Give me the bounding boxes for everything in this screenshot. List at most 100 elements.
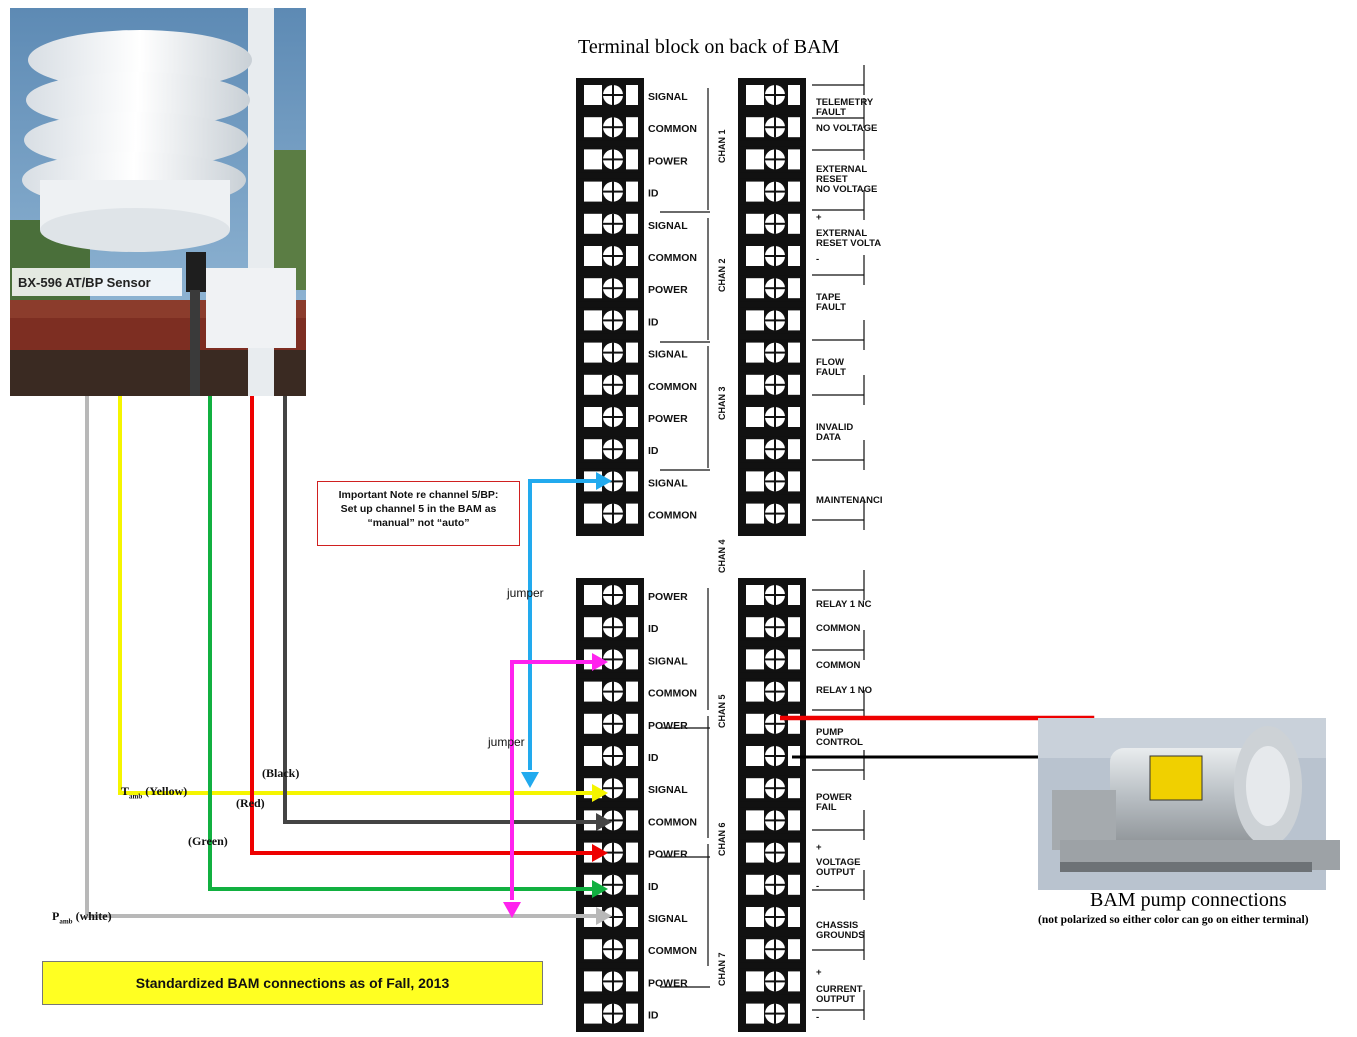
wire-black bbox=[283, 396, 600, 824]
wire-green bbox=[208, 396, 596, 891]
terminal-label: POWER bbox=[648, 591, 688, 603]
terminal-screw bbox=[740, 114, 804, 141]
terminal-label: COMMON bbox=[648, 252, 697, 264]
terminal-label: COMMON bbox=[648, 945, 697, 957]
terminal-label: SIGNAL bbox=[648, 655, 688, 667]
diagram-title: Terminal block on back of BAM bbox=[578, 36, 840, 58]
relay-label: RESET VOLTA bbox=[816, 238, 881, 249]
terminal-label: COMMON bbox=[648, 123, 697, 135]
terminal-screw bbox=[740, 82, 804, 108]
note-line-2: Set up channel 5 in the BAM as bbox=[340, 503, 497, 515]
wire-white-arrow bbox=[596, 907, 612, 925]
terminal-screw bbox=[578, 339, 642, 366]
jumper-label-lower: jumper bbox=[488, 735, 525, 749]
red-wire-label: (Red) bbox=[236, 796, 265, 810]
relay-label: POWER bbox=[816, 792, 852, 803]
terminal-label: ID bbox=[648, 316, 659, 328]
green-wire-label: (Green) bbox=[188, 834, 228, 848]
relay-label: NO VOLTAGE bbox=[816, 184, 877, 195]
relay-label: FAIL bbox=[816, 802, 837, 813]
channel-label: CHAN 6 bbox=[717, 822, 727, 856]
channel-label: CHAN 5 bbox=[717, 694, 727, 728]
right-bottom-block bbox=[738, 578, 806, 1032]
terminal-screw bbox=[740, 839, 804, 866]
relay-label: EXTERNAL bbox=[816, 228, 867, 239]
terminal-label: ID bbox=[648, 881, 659, 893]
terminal-label: POWER bbox=[648, 720, 688, 732]
pamb-label: Pamb (white) bbox=[52, 909, 112, 925]
terminal-screw bbox=[578, 82, 642, 108]
wire-white-pamb bbox=[85, 396, 608, 918]
jumper-label-upper: jumper bbox=[507, 586, 544, 600]
terminal-block: SIGNAL COMMON POWER ID SIGNAL COMMON POWER ID SI… bbox=[576, 65, 883, 1032]
terminal-screw bbox=[740, 678, 804, 705]
black-wire-label: (Black) bbox=[262, 766, 300, 780]
sensor-photo bbox=[10, 8, 306, 396]
terminal-screw bbox=[740, 339, 804, 366]
relay-label: FAULT bbox=[816, 367, 846, 378]
relay-label: RELAY 1 NO bbox=[816, 685, 872, 696]
tamb-main: T bbox=[121, 784, 130, 798]
relay-label: - bbox=[816, 1012, 819, 1023]
wire-red-arrow bbox=[592, 844, 608, 862]
terminal-screw bbox=[740, 871, 804, 898]
tamb-label: Tamb (Yellow) bbox=[121, 784, 187, 800]
terminal-screw bbox=[578, 582, 642, 608]
terminal-screw bbox=[578, 500, 642, 527]
terminal-screw bbox=[578, 307, 642, 334]
note-line-1: Important Note re channel 5/BP: bbox=[338, 489, 499, 501]
terminal-screw bbox=[740, 243, 804, 269]
relay-label: OUTPUT bbox=[816, 994, 855, 1005]
terminal-screw bbox=[740, 371, 804, 398]
relay-label: FLOW bbox=[816, 357, 844, 368]
pump-subtitle: (not polarized so either color can go on… bbox=[1038, 914, 1309, 926]
wire-yellow-tamb bbox=[118, 396, 596, 795]
jumper-magenta-arrow-down bbox=[503, 902, 521, 918]
terminal-screw bbox=[578, 968, 642, 995]
terminal-label: SIGNAL bbox=[648, 913, 688, 925]
terminal-screw bbox=[740, 178, 804, 205]
terminal-label: POWER bbox=[648, 977, 688, 989]
relay-label: FAULT bbox=[816, 107, 846, 118]
terminal-screw bbox=[578, 275, 642, 302]
channel-label: CHAN 7 bbox=[717, 952, 727, 986]
relay-label: + bbox=[816, 212, 822, 223]
terminal-screw bbox=[740, 307, 804, 334]
terminal-screw bbox=[578, 936, 642, 963]
pamb-color: (white) bbox=[72, 909, 112, 923]
pump-photo bbox=[1038, 718, 1340, 890]
relay-label: FAULT bbox=[816, 302, 846, 313]
terminal-screw bbox=[578, 146, 642, 173]
terminal-screw bbox=[740, 436, 804, 463]
terminal-screw bbox=[740, 807, 804, 834]
relay-label: CONTROL bbox=[816, 737, 863, 748]
terminal-label: SIGNAL bbox=[648, 784, 688, 796]
terminal-screw bbox=[578, 178, 642, 205]
channel-label: CHAN 1 bbox=[717, 129, 727, 163]
relay-label: COMMON bbox=[816, 623, 860, 634]
relay-label: + bbox=[816, 842, 822, 853]
wire-red bbox=[250, 396, 596, 855]
pamb-main: P bbox=[52, 909, 60, 923]
terminal-screw bbox=[740, 904, 804, 930]
terminal-screw bbox=[740, 210, 804, 237]
terminal-label: POWER bbox=[648, 284, 688, 296]
standard-banner: Standardized BAM connections as of Fall,… bbox=[42, 961, 543, 1005]
terminal-screw bbox=[578, 210, 642, 237]
terminal-label: ID bbox=[648, 188, 659, 200]
jumper-blue-arrow-right bbox=[596, 472, 612, 490]
tamb-sub: amb bbox=[129, 792, 143, 801]
terminal-label: COMMON bbox=[648, 510, 697, 522]
terminal-screw bbox=[740, 710, 804, 737]
terminal-screw bbox=[740, 146, 804, 173]
terminal-screw bbox=[740, 775, 804, 802]
terminal-screw bbox=[578, 678, 642, 705]
relay-label: GROUNDS bbox=[816, 930, 865, 941]
terminal-screw bbox=[578, 436, 642, 463]
relay-label: RELAY 1 NC bbox=[816, 599, 872, 610]
sensor-label: BX-596 AT/BP Sensor bbox=[18, 275, 151, 290]
relay-label: COMMON bbox=[816, 660, 860, 671]
pamb-sub: amb bbox=[59, 917, 73, 926]
